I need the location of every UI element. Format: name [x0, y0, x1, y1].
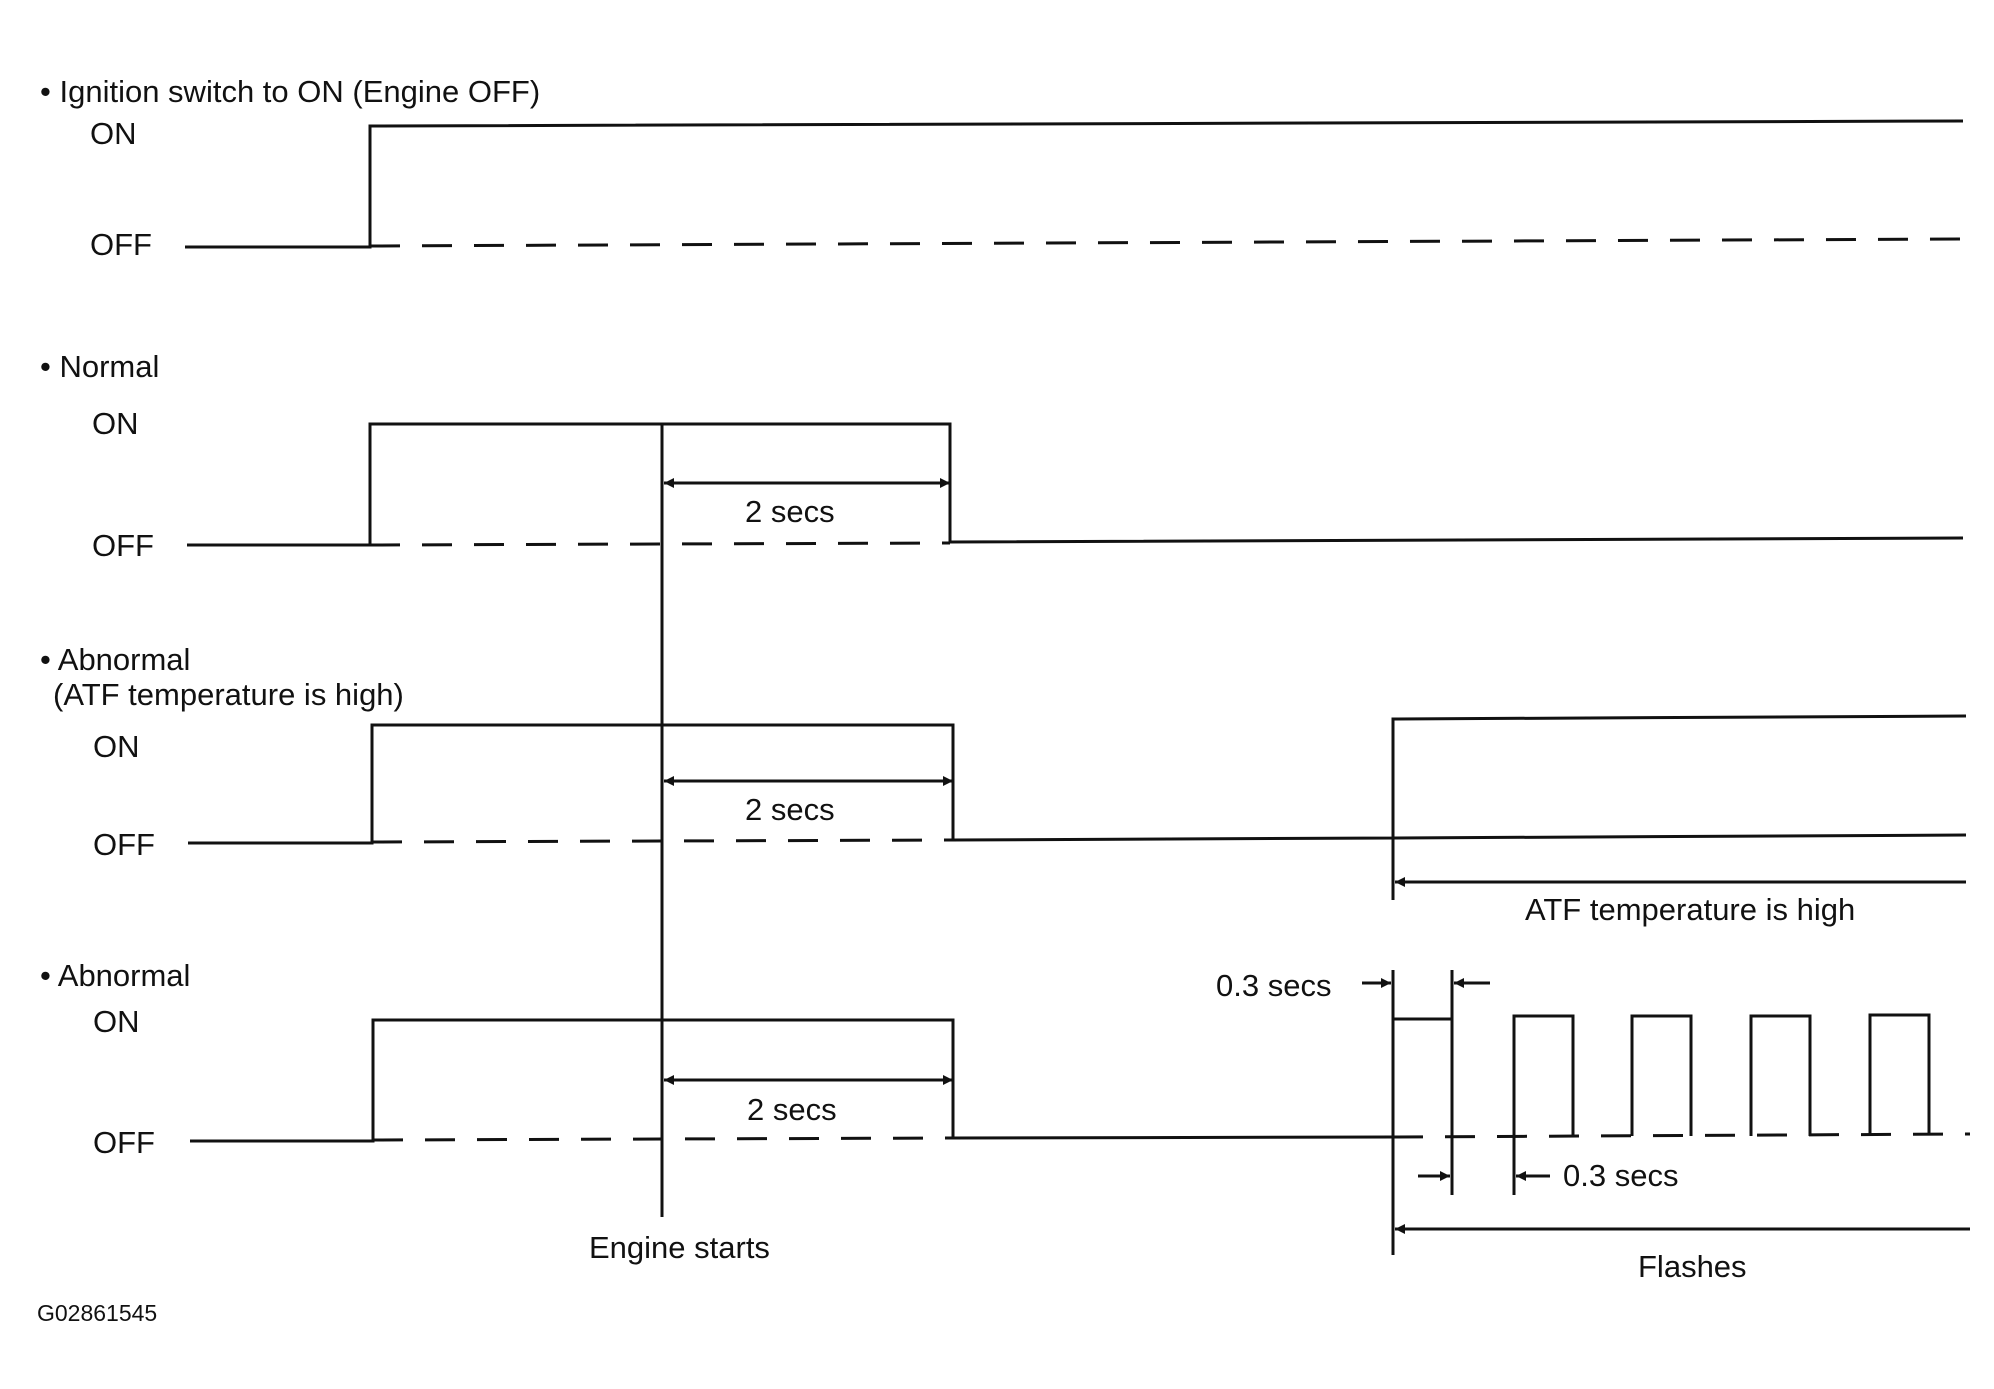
atf-off-label: OFF: [93, 827, 155, 862]
normal-on-label: ON: [92, 406, 139, 441]
flash-off-dashed-line: [372, 1136, 954, 1142]
engine-starts-label: Engine starts: [589, 1230, 770, 1265]
normal-off-label: OFF: [92, 528, 154, 563]
flashes-label: Flashes: [1638, 1249, 1747, 1284]
flash-abnormal-header: • Abnormal: [40, 960, 190, 991]
flash-abnormal-waveform: [190, 1013, 1931, 1143]
atf-abnormal-header: • Abnormal: [40, 644, 190, 675]
ignition-header-label: Ignition switch to ON (Engine OFF): [59, 74, 541, 109]
flash-on-label: ON: [93, 1004, 140, 1039]
normal-off-dashed-line: [369, 541, 951, 547]
normal-header: • Normal: [40, 351, 159, 382]
atf-off-continuation-line: [1392, 833, 1967, 840]
normal-waveform: [187, 422, 1964, 547]
ignition-on-label: ON: [90, 116, 137, 151]
atf-abnormal-subheader: (ATF temperature is high): [53, 677, 404, 712]
pulse-on-duration-label: 0.3 secs: [1216, 968, 1332, 1003]
flash-abnormal-header-label: Abnormal: [57, 958, 191, 993]
flash-off-label: OFF: [93, 1125, 155, 1160]
atf-abnormal-waveform: [188, 714, 1967, 845]
bullet-4: •: [40, 958, 51, 993]
atf-on-label: ON: [93, 729, 140, 764]
pulse-off-duration-label: 0.3 secs: [1563, 1158, 1679, 1193]
atf-abnormal-header-label: Abnormal: [57, 642, 191, 677]
bullet-1: •: [40, 74, 51, 109]
ignition-off-label: OFF: [90, 227, 152, 262]
atf-high-label: ATF temperature is high: [1525, 892, 1856, 927]
atf-off-dashed-line: [371, 838, 954, 844]
ignition-header: • Ignition switch to ON (Engine OFF): [40, 76, 540, 107]
bullet-3: •: [40, 642, 51, 677]
normal-header-label: Normal: [59, 349, 160, 384]
ignition-waveform: [185, 119, 1964, 249]
flash-off-dashed-tail-line: [1392, 1132, 1971, 1139]
ignition-off-dashed-line: [369, 237, 1964, 248]
normal-duration-label: 2 secs: [745, 494, 835, 529]
atf-duration-label: 2 secs: [745, 792, 835, 827]
bullet-2: •: [40, 349, 51, 384]
figure-code: G02861545: [37, 1300, 158, 1326]
flash-duration-label: 2 secs: [747, 1092, 837, 1127]
